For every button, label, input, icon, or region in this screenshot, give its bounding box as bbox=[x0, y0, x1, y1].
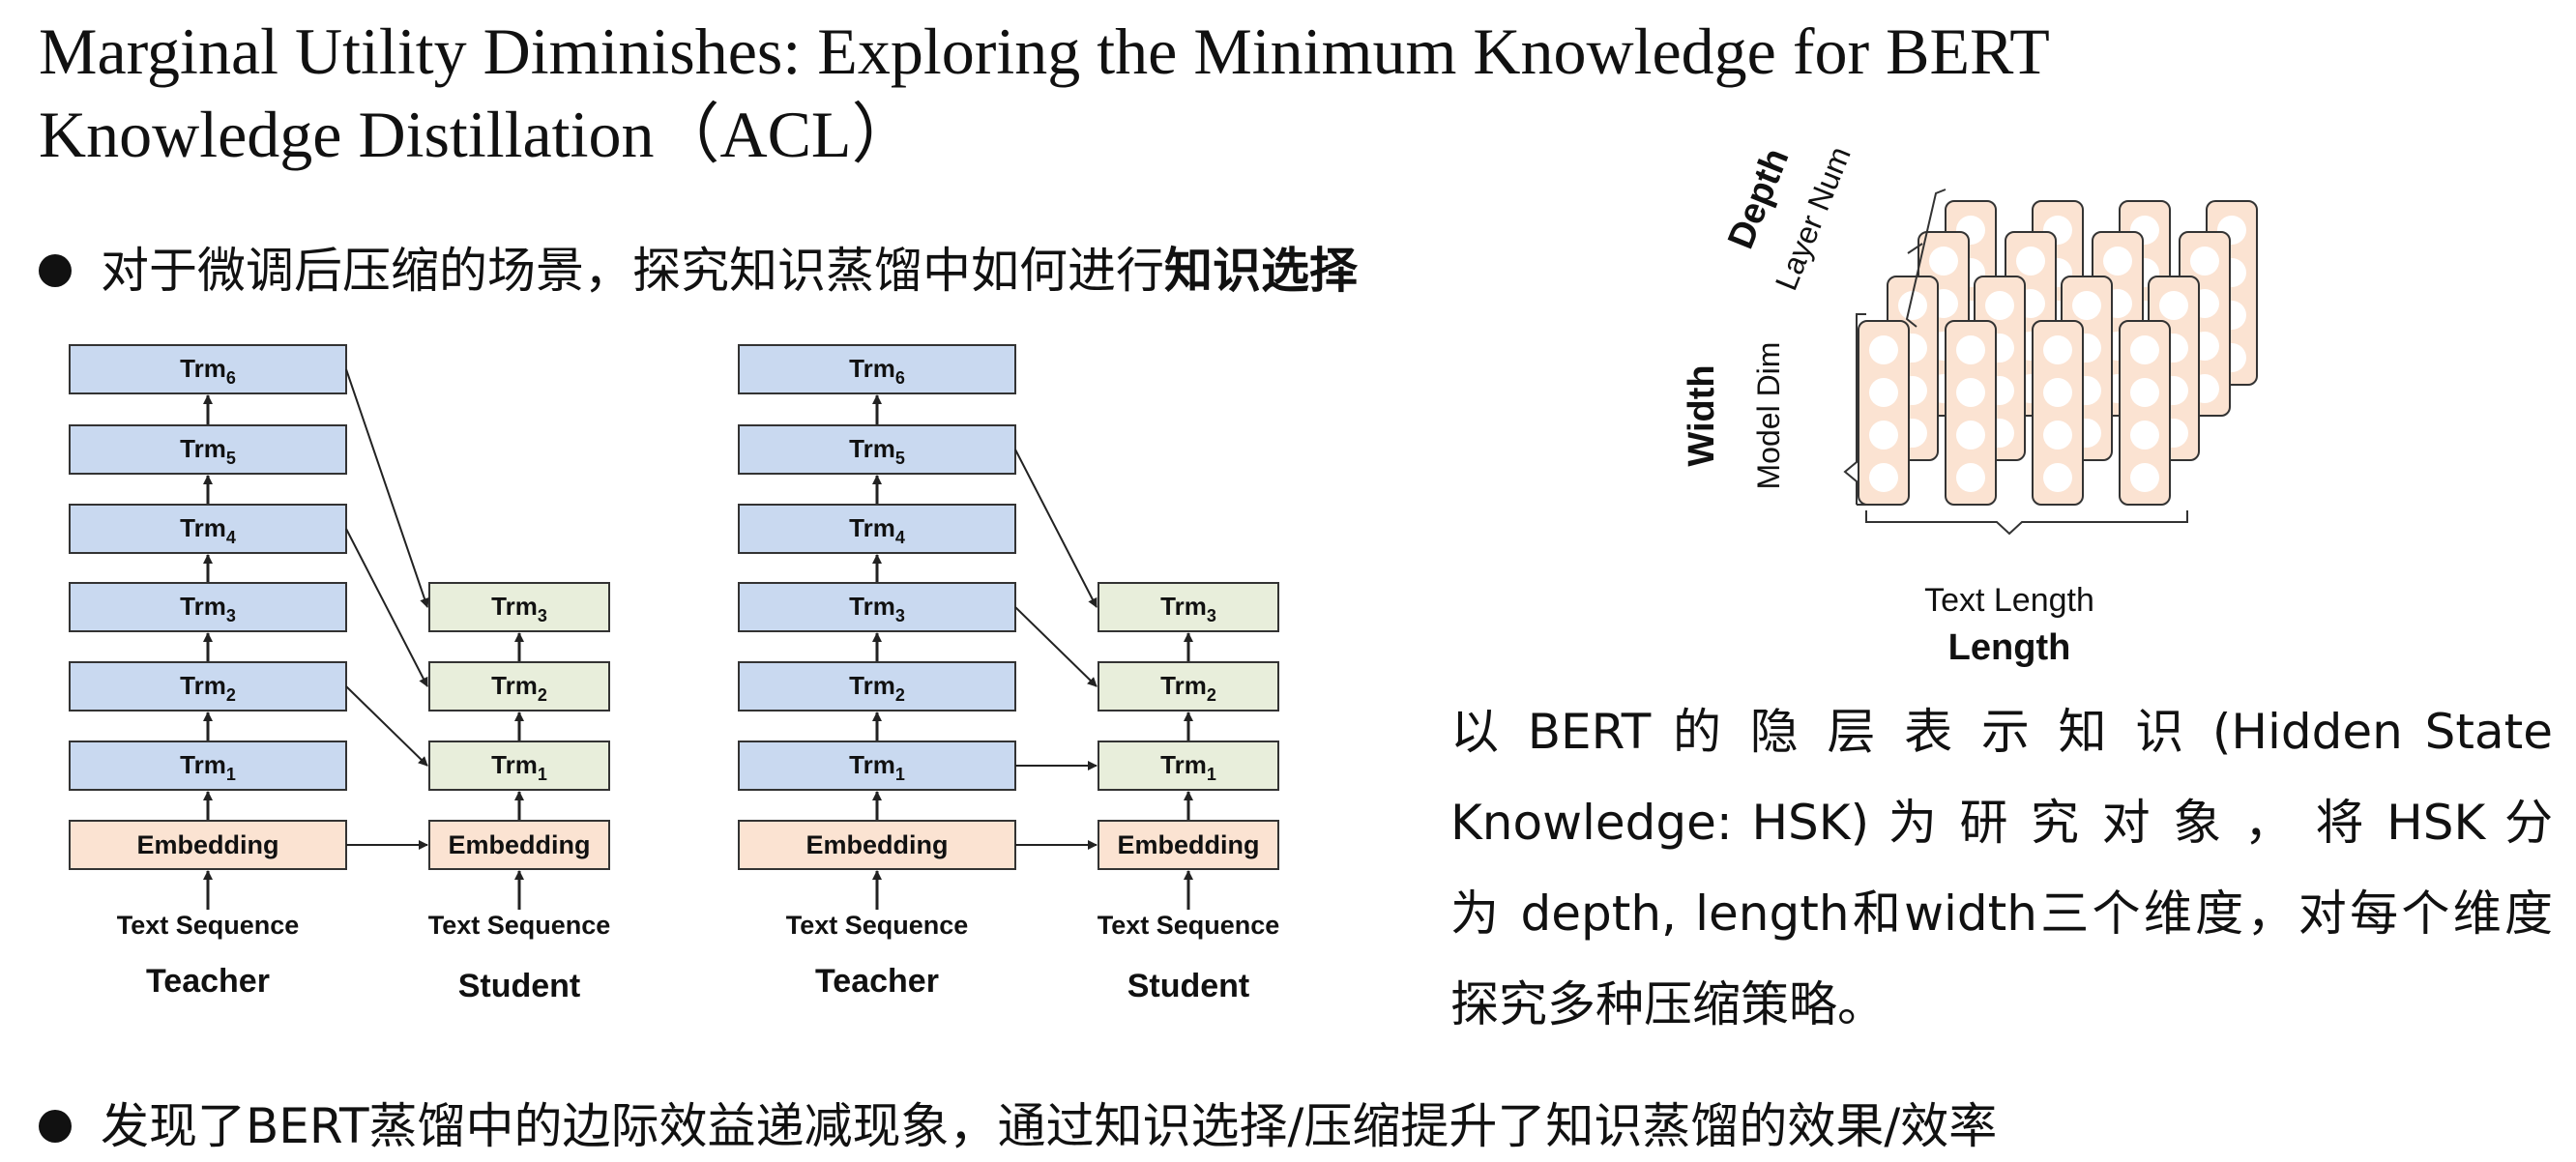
dimension-dot-icon bbox=[1956, 378, 1985, 407]
student-label: Student bbox=[1127, 968, 1250, 1004]
dimension-dot-icon bbox=[2043, 421, 2072, 450]
length-label: Length bbox=[1948, 627, 2071, 668]
student-embedding-label: Embedding bbox=[1118, 830, 1260, 859]
teacher-text-sequence-label: Text Sequence bbox=[786, 911, 969, 940]
dimension-dot-icon bbox=[2130, 463, 2159, 492]
dimension-dot-icon bbox=[2190, 247, 2219, 276]
dimension-dot-icon bbox=[1869, 378, 1898, 407]
dimension-dot-icon bbox=[1956, 421, 1985, 450]
dimension-dot-icon bbox=[1956, 335, 1985, 364]
dimension-dot-icon bbox=[2043, 463, 2072, 492]
bullet-dot-icon bbox=[39, 1110, 72, 1143]
hsk-paragraph: 以 BERT 的 隐 层 表 示 知 识 (Hidden State Knowl… bbox=[1450, 686, 2553, 1050]
teacher-embedding-label: Embedding bbox=[137, 830, 279, 859]
layer-mapping-arrow bbox=[346, 686, 427, 766]
layer-mapping-arrow bbox=[346, 369, 427, 607]
dimension-dot-icon bbox=[2130, 421, 2159, 450]
teacher-embedding-label: Embedding bbox=[806, 830, 949, 859]
dimension-dot-icon bbox=[1869, 463, 1898, 492]
dimension-dot-icon bbox=[2130, 378, 2159, 407]
dimension-dot-icon bbox=[2016, 247, 2045, 276]
distillation-diagram-2: Trm6Trm5Trm4Trm3Trm2Trm1Trm3Trm2Trm1Embe… bbox=[739, 345, 1279, 1004]
dimension-dot-icon bbox=[1956, 463, 1985, 492]
layer-mapping-arrow bbox=[1015, 450, 1097, 607]
layer-mapping-arrow bbox=[346, 529, 427, 686]
teacher-text-sequence-label: Text Sequence bbox=[117, 911, 300, 940]
text-length-label: Text Length bbox=[1924, 582, 2094, 619]
student-text-sequence-label: Text Sequence bbox=[1098, 911, 1280, 940]
text-length-brace bbox=[1866, 510, 2187, 534]
dimension-dot-icon bbox=[2103, 247, 2132, 276]
student-label: Student bbox=[458, 968, 581, 1004]
dimension-dot-icon bbox=[2159, 291, 2188, 320]
distillation-diagram-1: Trm6Trm5Trm4Trm3Trm2Trm1Trm3Trm2Trm1Embe… bbox=[70, 345, 610, 1004]
distillation-diagrams: Trm6Trm5Trm4Trm3Trm2Trm1Trm3Trm2Trm1Embe… bbox=[0, 0, 1431, 1025]
dimension-dot-icon bbox=[1985, 291, 2014, 320]
student-text-sequence-label: Text Sequence bbox=[428, 911, 611, 940]
dimension-dot-icon bbox=[2043, 378, 2072, 407]
dimension-dot-icon bbox=[2043, 335, 2072, 364]
dimension-dot-icon bbox=[1869, 335, 1898, 364]
layer-mapping-arrow bbox=[1015, 607, 1097, 686]
teacher-label: Teacher bbox=[146, 963, 270, 1000]
bullet-2-text: 发现了BERT蒸馏中的边际效益递减现象，通过知识选择/压缩提升了知识蒸馏的效果/… bbox=[101, 1098, 1997, 1154]
dimension-dot-icon bbox=[1929, 247, 1958, 276]
dimension-dot-icon bbox=[1869, 421, 1898, 450]
width-label: Width bbox=[1682, 364, 1722, 466]
teacher-label: Teacher bbox=[815, 963, 939, 1000]
bullet-2: 发现了BERT蒸馏中的边际效益递减现象，通过知识选择/压缩提升了知识蒸馏的效果/… bbox=[39, 1088, 1997, 1157]
dimension-dot-icon bbox=[2130, 335, 2159, 364]
student-embedding-label: Embedding bbox=[449, 830, 591, 859]
hsk-dimension-diagram: Depth Layer Num Width Model Dim Text Len… bbox=[1634, 135, 2292, 677]
model-dim-label: Model Dim bbox=[1751, 342, 1786, 490]
dimension-dot-icon bbox=[2072, 291, 2101, 320]
